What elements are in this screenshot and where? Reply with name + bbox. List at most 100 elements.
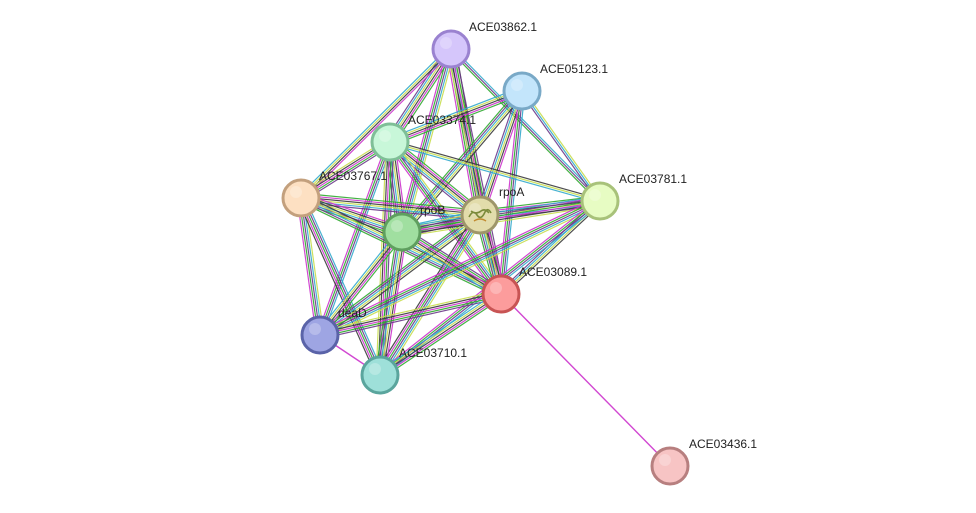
node-circle[interactable] [300,315,340,355]
edge-channel-line [402,201,601,234]
node-ace05123-1[interactable]: ACE05123.1 [502,62,608,111]
node-circle[interactable] [431,29,471,69]
edge-channel-line [401,195,600,228]
edge-channel-line [321,217,483,339]
edge-channel-line [320,142,392,336]
edge-ace03374-1-dead[interactable] [316,140,394,337]
edge-channel-line [400,233,500,297]
edge-channel-line [304,197,325,335]
edge-ace03089-1-dead[interactable] [319,289,502,340]
edge-channel-line [390,92,523,145]
node-rpoa[interactable]: rpoA [460,185,524,235]
edge-channel-line [376,231,400,375]
edge-channel-line [521,90,601,202]
edge-ace03862-1-ace03767-1[interactable] [298,46,454,201]
edge-channel-line [449,49,600,203]
edge-channel-line [401,199,600,232]
node-label: ACE03862.1 [469,20,537,34]
node-circle[interactable] [281,178,321,218]
node-rpob[interactable]: rpoB [382,203,445,252]
edge-channel-line [375,212,477,373]
node-highlight [369,363,381,375]
edge-ace05123-1-rpoa[interactable] [475,89,527,217]
edge-channel-line [317,211,479,333]
node-circle[interactable] [481,274,521,314]
edge-channel-line [377,290,500,373]
edge-ace05123-1-ace03374-1[interactable] [388,86,524,147]
edge-channel-line [387,142,500,296]
edge-channel-line [388,86,521,140]
edge-channel-line [319,289,501,332]
node-label: ACE03767.1 [319,169,387,183]
edge-channel-line [390,139,601,200]
edge-channel-line [322,142,394,337]
edge-channel-line [321,232,404,337]
node-highlight [511,79,523,91]
edge-channel-line [301,196,481,215]
edge-channel-line [404,227,504,291]
edge-channel-line [318,230,401,335]
node-circle[interactable] [502,71,542,111]
node-ace03436-1[interactable]: ACE03436.1 [650,437,757,486]
edge-channel-line [378,214,480,375]
edge-ace03767-1-dead[interactable] [296,197,325,336]
edge-channel-line [378,291,501,374]
node-circle[interactable] [360,355,400,395]
protein-structure-icon [468,208,492,219]
edge-channel-line [402,203,601,236]
node-label: ACE03089.1 [519,265,587,279]
edge-rpob-ace03781-1[interactable] [401,195,601,238]
edge-channel-line [318,141,390,335]
edge-channel-line [320,297,502,340]
node-highlight [659,454,671,466]
node-circle[interactable] [460,195,500,235]
edge-rpob-dead[interactable] [316,229,406,338]
edge-channel-line [501,91,524,295]
node-ace03089-1[interactable]: ACE03089.1 [481,265,587,314]
node-circle[interactable] [382,212,422,252]
node-highlight [290,186,302,198]
edge-ace03862-1-rpob[interactable] [397,47,456,234]
node-ace03710-1[interactable]: ACE03710.1 [360,346,467,395]
edge-channel-line [450,48,601,202]
node-ace03374-1[interactable]: ACE03374.1 [370,113,476,162]
edge-channel-line [479,90,523,216]
node-circle[interactable] [650,446,690,486]
node-ace03862-1[interactable]: ACE03862.1 [431,20,537,69]
node-highlight [309,323,321,335]
edge-ace03781-1-dead[interactable] [318,197,602,339]
edge-channel-line [392,139,505,293]
node-dead[interactable]: deaD [300,306,367,355]
node-label: rpoB [420,203,445,217]
edge-channel-line [296,198,317,336]
edge-rpob-ace03089-1[interactable] [399,227,504,299]
edge-channel-line [302,50,454,201]
edge-channel-line [519,91,599,203]
edge-channel-line [402,205,601,238]
edge-channel-line [320,202,602,338]
edge-rpoa-ace03710-1[interactable] [375,212,485,378]
edge-channel-line [479,195,600,211]
edge-ace03767-1-ace03710-1[interactable] [296,196,385,377]
node-circle[interactable] [370,122,410,162]
edge-channel-line [300,198,480,217]
edge-ace03374-1-ace03781-1[interactable] [389,139,601,204]
node-ace03767-1[interactable]: ACE03767.1 [281,169,387,218]
edge-ace05123-1-ace03089-1[interactable] [497,90,526,295]
edge-ace05123-1-ace03781-1[interactable] [519,89,603,203]
edge-channel-line [389,88,522,141]
edge-channel-line [301,194,481,213]
node-label: ACE05123.1 [540,62,608,76]
edge-channel-line [383,217,485,378]
node-circle[interactable] [580,181,620,221]
edge-channel-line [319,231,403,336]
node-ace03781-1[interactable]: ACE03781.1 [580,172,687,221]
edge-ace03089-1-ace03710-1[interactable] [377,290,504,379]
edge-channel-line [391,139,483,214]
nodes-layer: ACE03862.1ACE05123.1ACE03374.1ACE03767.1… [281,20,757,486]
edge-ace03862-1-ace03781-1[interactable] [449,47,602,203]
edge-ace03089-1-ace03436-1[interactable] [500,293,671,467]
edge-channel-line [320,295,502,338]
edge-channel-line [303,196,385,374]
